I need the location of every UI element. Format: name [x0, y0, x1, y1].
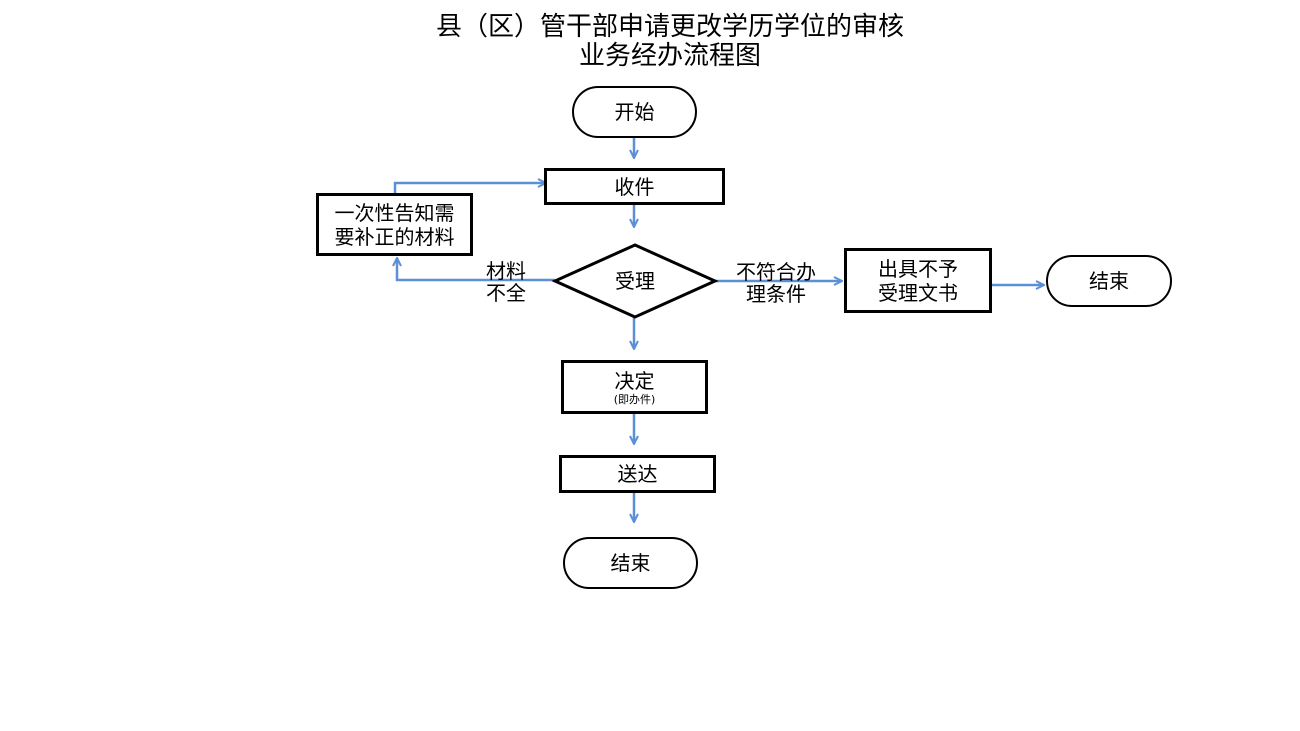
end-bottom-label: 结束: [610, 551, 651, 575]
notify-label: 一次性告知需要补正的材料: [334, 200, 455, 249]
end-right-label: 结束: [1089, 269, 1129, 293]
end-bottom-node: 结束: [563, 537, 698, 589]
incomplete-label: 材料不全: [486, 259, 526, 305]
receive-label: 收件: [614, 174, 655, 199]
accept-label: 受理: [615, 269, 655, 293]
reject-doc-label: 出具不予受理文书: [878, 256, 958, 305]
not-qualified-label: 不符合办理条件: [736, 260, 816, 306]
decide-node: 决定 (即办件): [561, 360, 708, 414]
reject-doc-node: 出具不予受理文书: [844, 248, 992, 313]
receive-node: 收件: [544, 168, 725, 205]
start-label: 开始: [614, 100, 655, 124]
start-node: 开始: [572, 86, 697, 138]
notify-node: 一次性告知需要补正的材料: [316, 193, 473, 256]
arrow-notify-to-receive: [393, 183, 546, 193]
decide-label: 决定: [614, 368, 655, 393]
decide-note: (即办件): [613, 392, 656, 406]
end-right-node: 结束: [1046, 255, 1172, 307]
arrow-accept-to-notify: [397, 258, 555, 282]
title-line-1: 县（区）管干部申请更改学历学位的审核: [435, 12, 904, 42]
accept-diamond-shape: [551, 243, 719, 319]
accept-node: 受理: [595, 268, 675, 294]
deliver-label: 送达: [617, 462, 658, 486]
title-line-2: 业务经办流程图: [578, 41, 761, 71]
deliver-node: 送达: [559, 455, 716, 493]
